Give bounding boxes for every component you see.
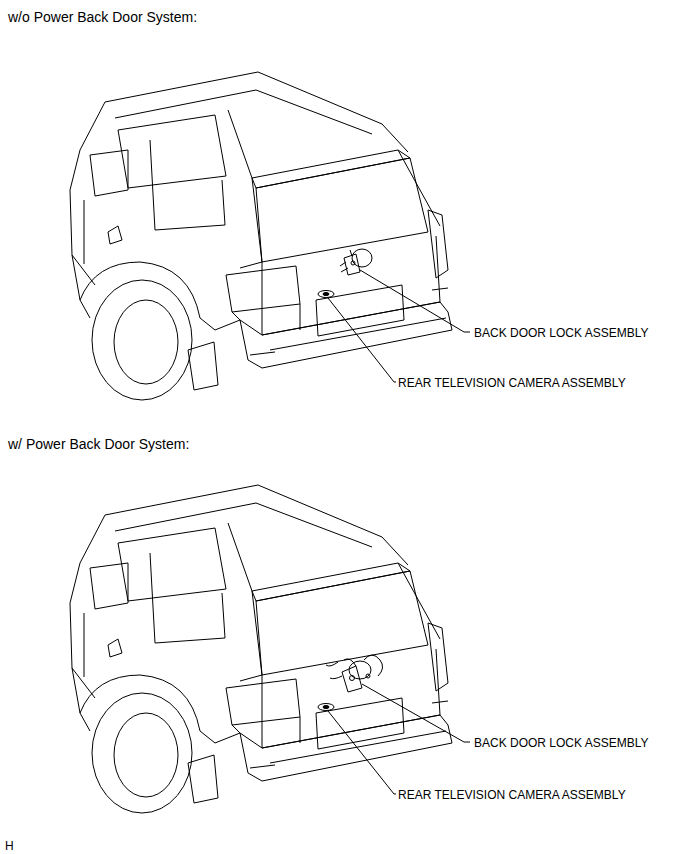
system-heading: w/ Power Back Door System: bbox=[8, 437, 189, 451]
part-label: BACK DOOR LOCK ASSEMBLY bbox=[474, 737, 649, 749]
part-label: REAR TELEVISION CAMERA ASSEMBLY bbox=[398, 377, 626, 389]
part-label: REAR TELEVISION CAMERA ASSEMBLY bbox=[398, 789, 626, 801]
figure-code: H bbox=[5, 840, 14, 852]
part-label: BACK DOOR LOCK ASSEMBLY bbox=[474, 327, 649, 339]
system-heading: w/o Power Back Door System: bbox=[8, 10, 197, 24]
